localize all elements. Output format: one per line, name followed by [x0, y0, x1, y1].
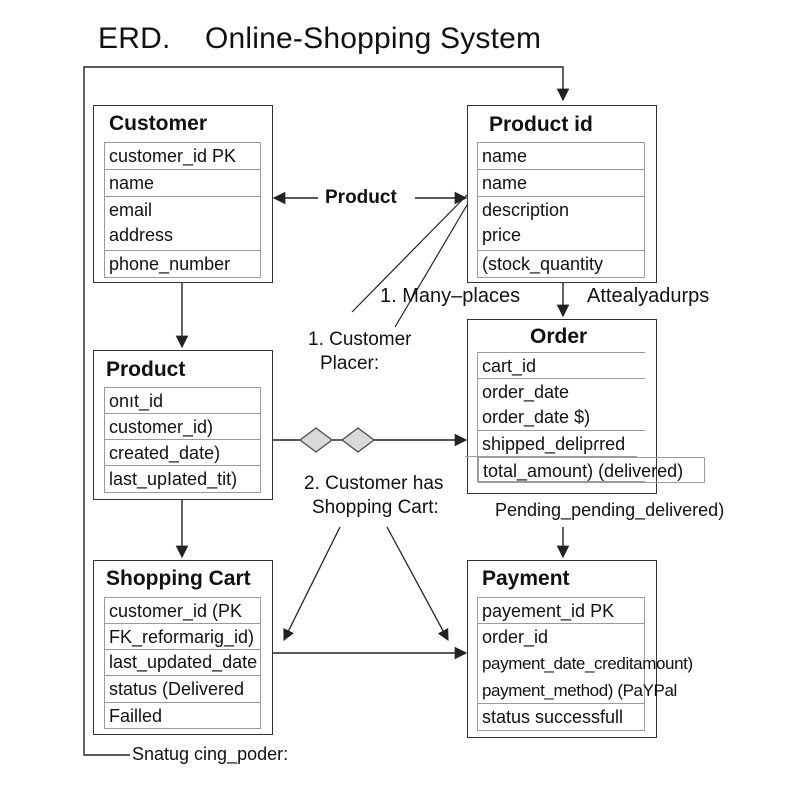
attribute: cart_id: [478, 353, 645, 379]
attribute-list: onıt_id customer_id) created_date) last_…: [104, 387, 261, 493]
relation-label-customer-has-line1: 2. Customer has: [304, 473, 444, 494]
attribute: price: [478, 224, 644, 251]
attribute: status successfull: [482, 707, 624, 727]
relation-label-snatug: Snatug cing_poder:: [132, 744, 289, 764]
attribute: phone_number: [109, 254, 231, 274]
attribute: FK_reformarig_id): [105, 624, 260, 650]
attribute-list: cart_id order_date order_date $) shipped…: [465, 352, 705, 483]
entity-shopping-cart[interactable]: Shopping Cart customer_id (PK FK_reforma…: [93, 560, 273, 735]
has-cart-arrow-right: [386, 526, 449, 642]
attribute: (stock_quantity: [482, 254, 604, 274]
attribute: order_date: [482, 382, 570, 402]
entity-title: Payment: [482, 567, 570, 590]
relation-label-product: Product: [325, 187, 397, 208]
attribute: payement_id PK: [478, 598, 644, 624]
attribute: created_date): [105, 440, 260, 466]
attribute: name: [105, 170, 260, 197]
attribute: payment_date_creditamount): [482, 654, 693, 673]
attribute: shipped_delipɾred: [465, 431, 637, 457]
diagonal-connector-lower: [394, 204, 468, 328]
entity-title: Product id: [489, 113, 593, 136]
attribute: order_date $): [478, 405, 645, 431]
attribute: status (Delivered: [105, 676, 260, 703]
entity-title: Order: [530, 325, 588, 348]
attribute: onıt_id: [105, 388, 260, 414]
attribute: Failled: [109, 706, 163, 726]
attribute: total_amount) (delivered): [478, 457, 705, 483]
entity-title: Shopping Cart: [106, 567, 251, 590]
diagram-title-prefix: ERD.: [98, 22, 171, 55]
entity-title: Customer: [109, 112, 208, 135]
entity-order[interactable]: Order cart_id order_date order_date $) s…: [465, 319, 705, 494]
attribute: email: [109, 200, 153, 220]
relation-label-many-places: 1. Many–places: [380, 285, 521, 307]
attribute-list: payement_id PK order_id payment_date_cre…: [477, 597, 693, 731]
relationship-diamond-2: [341, 427, 375, 453]
attribute: description: [482, 200, 570, 220]
entity-title: Product: [106, 358, 186, 381]
attribute: payment_method) (PaYPal: [478, 677, 677, 704]
attribute: customer_id (PK: [105, 598, 260, 624]
attribute-list: customer_id (PK FK_reformarig_id) last_u…: [104, 597, 261, 729]
attribute: last_upIated_tit): [109, 469, 238, 489]
attribute: name: [478, 170, 644, 197]
has-cart-arrow-left: [283, 526, 341, 642]
relation-label-customer-placer-line2: Placer:: [320, 353, 380, 374]
diagram-title: Online-Shopping System: [205, 22, 542, 55]
entity-product-id[interactable]: Product id name name description price (…: [467, 105, 657, 283]
attribute-list: customer_id PK name email address phone_…: [104, 142, 261, 278]
entity-product[interactable]: Product onıt_id customer_id) created_dat…: [93, 350, 273, 500]
relation-label-customer-has-line2: Shopping Cart:: [312, 497, 439, 518]
relation-label-attealy: Attealyadurps: [587, 285, 710, 307]
entity-payment[interactable]: Payment payement_id PK order_id payment_…: [467, 560, 693, 738]
attribute: order_id: [482, 627, 549, 647]
relation-label-pending: Pending_pending_delivered): [495, 500, 725, 520]
outer-loop-connector: [83, 66, 570, 756]
attribute: customer_id): [105, 414, 260, 440]
attribute: address: [105, 224, 260, 251]
relation-label-customer-placer-line1: 1. Customer: [308, 329, 412, 350]
attribute-list: name name description price (stock_quant…: [477, 142, 645, 278]
diagonal-connector-upper: [351, 194, 468, 313]
entity-customer[interactable]: Customer customer_id PK name email addre…: [93, 105, 273, 283]
relationship-diamond-1: [299, 427, 333, 453]
attribute: customer_id PK: [105, 143, 260, 170]
attribute: last_updated_date: [105, 650, 260, 676]
attribute: name: [478, 143, 644, 170]
